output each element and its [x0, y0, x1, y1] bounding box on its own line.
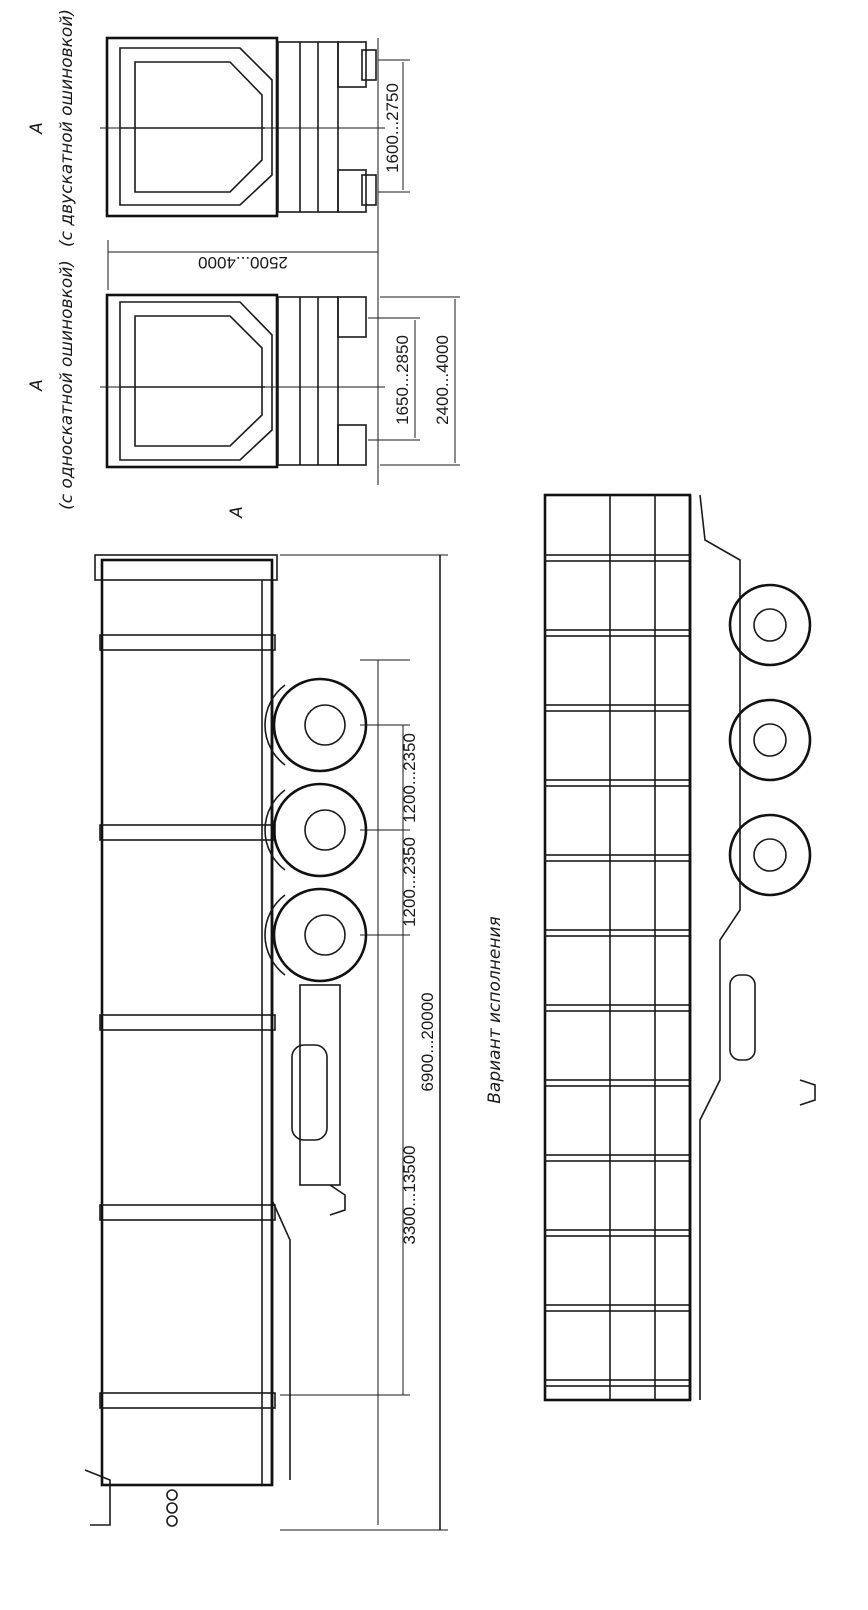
variant-caption: Вариант исполнения: [485, 916, 505, 1104]
body-rib: [544, 554, 691, 562]
axle-spacing-1: 1200...2350: [400, 733, 419, 823]
single-width-dim: 2400...4000: [433, 335, 452, 425]
body-rib: [544, 1379, 691, 1387]
body-rib: [544, 854, 691, 862]
single-track-dim: 1650...2850: [393, 335, 412, 425]
dual-letter: A: [27, 122, 47, 135]
overall-length-dim: 6900...20000: [418, 992, 437, 1091]
body-rib: [544, 779, 691, 787]
body-rib: [544, 1229, 691, 1237]
variant-trailer: [543, 493, 816, 1402]
axle-spacing-2: 1200...2350: [400, 837, 419, 927]
body-rib: [544, 929, 691, 937]
section-marker: A: [227, 506, 247, 519]
body-bands: [99, 634, 276, 1409]
side-dimensions: [280, 554, 448, 1531]
body-rib: [544, 1079, 691, 1087]
body-rib: [544, 629, 691, 637]
body-rib: [544, 1154, 691, 1162]
body-rib: [544, 1304, 691, 1312]
kingpin-dim: 3300...13500: [400, 1145, 419, 1244]
height-dim: 2500...4000: [198, 253, 288, 272]
dual-track-dim: 1600...2750: [383, 83, 402, 173]
side-view-trailer: [84, 554, 379, 1527]
body-ribs: [544, 554, 691, 1387]
body-rib: [544, 1004, 691, 1012]
end-view-single: [100, 293, 460, 469]
body-rib: [544, 704, 691, 712]
end-view-dual: [100, 36, 410, 218]
wheels: [264, 677, 368, 983]
single-letter: A: [27, 379, 47, 392]
dual-caption: (с двускатной ошиновкой): [57, 9, 77, 247]
single-caption: (с односкатной ошиновкой): [57, 260, 77, 510]
